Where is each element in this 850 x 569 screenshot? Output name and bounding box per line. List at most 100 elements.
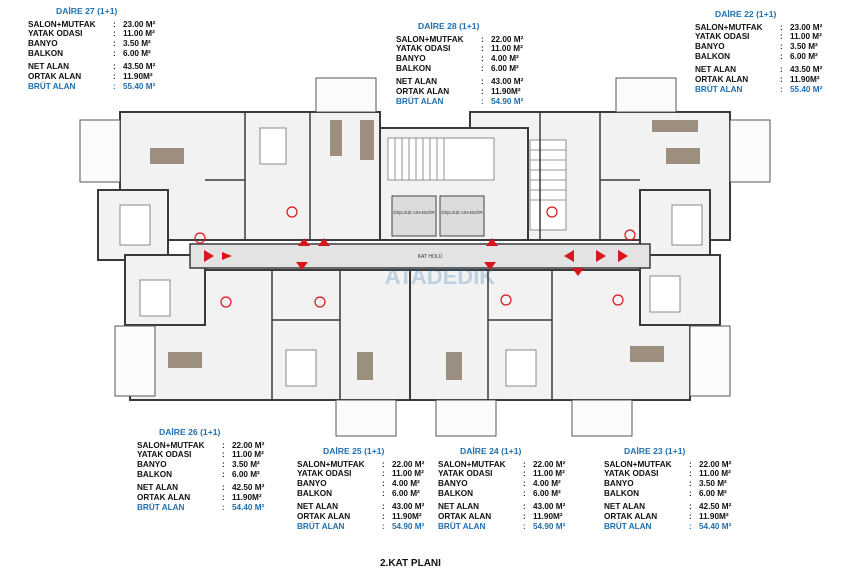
area-label: BRÜT ALAN [695,84,743,94]
area-label: BANYO [396,54,426,63]
separator: : [382,512,385,522]
area-label: ORTAK ALAN [604,512,658,522]
area-value: 11.00 M² [699,469,731,479]
separator: : [780,42,783,51]
area-value: 55.40 M² [123,81,156,91]
area-row: NET ALAN:42.50 M² [137,480,264,494]
area-label: BRÜT ALAN [438,521,486,531]
area-value: 11.90M² [123,72,153,82]
corridor-label: KAT HOLÜ [418,253,443,260]
area-row: YATAK ODASI:11.00 M² [438,470,565,480]
area-value: 4.00 M² [392,479,420,488]
area-label: ORTAK ALAN [297,512,351,522]
area-label: BALKON [396,63,432,73]
area-row: NET ALAN:43.00 M² [438,499,565,513]
area-value: 54.90 M² [392,521,425,531]
area-value: 6.00 M² [123,48,151,58]
area-row: BALKON:6.00 M² [695,51,822,63]
area-label: ORTAK ALAN [396,87,450,97]
area-label: ORTAK ALAN [137,493,191,503]
area-value: 43.50 M² [123,62,156,72]
separator: : [523,479,526,488]
area-row: ORTAK ALAN:11.90M² [28,73,155,83]
area-value: 54.90 M² [533,521,566,531]
area-row: SALON+MUTFAK:22.00 M² [396,35,523,46]
unit-title: DAİRE 23 (1+1) [624,446,686,456]
area-row: BANYO:4.00 M² [396,55,523,65]
area-label: BRÜT ALAN [396,96,444,106]
separator: : [481,54,484,63]
interior-walls [205,112,640,400]
area-row: BALKON:6.00 M² [396,63,523,75]
area-row: BRÜT ALAN:54.40 M² [604,522,731,533]
area-value: 43.00 M² [533,502,566,512]
area-value: 11.90M² [491,87,521,97]
area-value: 4.00 M² [533,479,561,488]
separator: : [689,488,692,498]
separator: : [780,84,783,94]
area-label: SALON+MUTFAK [604,459,672,469]
separator: : [222,483,225,493]
separator: : [382,488,385,498]
separator: : [113,29,116,39]
area-value: 6.00 M² [699,488,727,498]
area-row: BRÜT ALAN:54.90 M² [438,521,566,533]
area-row: SALON+MUTFAK:22.00 M² [297,459,424,471]
separator: : [523,459,526,469]
area-label: NET ALAN [604,502,646,512]
elevators [391,195,485,237]
area-label: SALON+MUTFAK [297,459,365,469]
area-value: 3.50 M² [699,479,727,488]
area-row: SALON+MUTFAK:22.00 M² [438,459,565,471]
separator: : [481,96,484,106]
area-value: 43.00 M² [392,502,425,512]
area-label: NET ALAN [28,62,70,72]
separator: : [113,39,116,48]
area-label: BANYO [297,479,327,488]
area-value: 55.40 M² [790,84,823,94]
area-value: 3.50 M² [790,42,818,51]
area-row: YATAK ODASI:11.00 M² [137,451,264,461]
area-value: 22.00 M² [232,440,265,450]
area-value: 6.00 M² [790,51,818,61]
separator: : [113,62,116,72]
area-label: BANYO [137,460,167,469]
area-label: YATAK ODASI [604,469,659,479]
area-row: BRÜT ALAN:54.90 M² [297,521,425,533]
area-row: BRÜT ALAN:55.40 M² [28,81,156,93]
separator: : [222,440,225,450]
area-label: BALKON [695,51,731,61]
separator: : [481,63,484,73]
area-value: 43.00 M² [491,77,524,87]
area-value: 11.00 M² [491,44,523,54]
area-label: ORTAK ALAN [695,75,749,85]
stairs [387,137,567,231]
area-row: BANYO:4.00 M² [438,480,565,490]
separator: : [113,19,116,29]
entry-arrows [204,238,628,276]
area-row: BALKON:6.00 M² [28,48,155,60]
area-label: BALKON [297,488,333,498]
separator: : [689,512,692,522]
area-label: BANYO [695,42,725,51]
separator: : [382,479,385,488]
area-label: NET ALAN [438,502,480,512]
area-row: ORTAK ALAN:11.90M² [297,513,424,523]
area-label: BRÜT ALAN [28,81,76,91]
separator: : [689,459,692,469]
area-value: 23.00 M² [123,19,156,29]
area-row: NET ALAN:43.50 M² [28,59,155,73]
area-label: YATAK ODASI [297,469,352,479]
area-row: BRÜT ALAN:54.90 M² [396,96,523,108]
area-label: YATAK ODASI [695,32,750,42]
area-label: BALKON [28,48,64,58]
separator: : [689,479,692,488]
